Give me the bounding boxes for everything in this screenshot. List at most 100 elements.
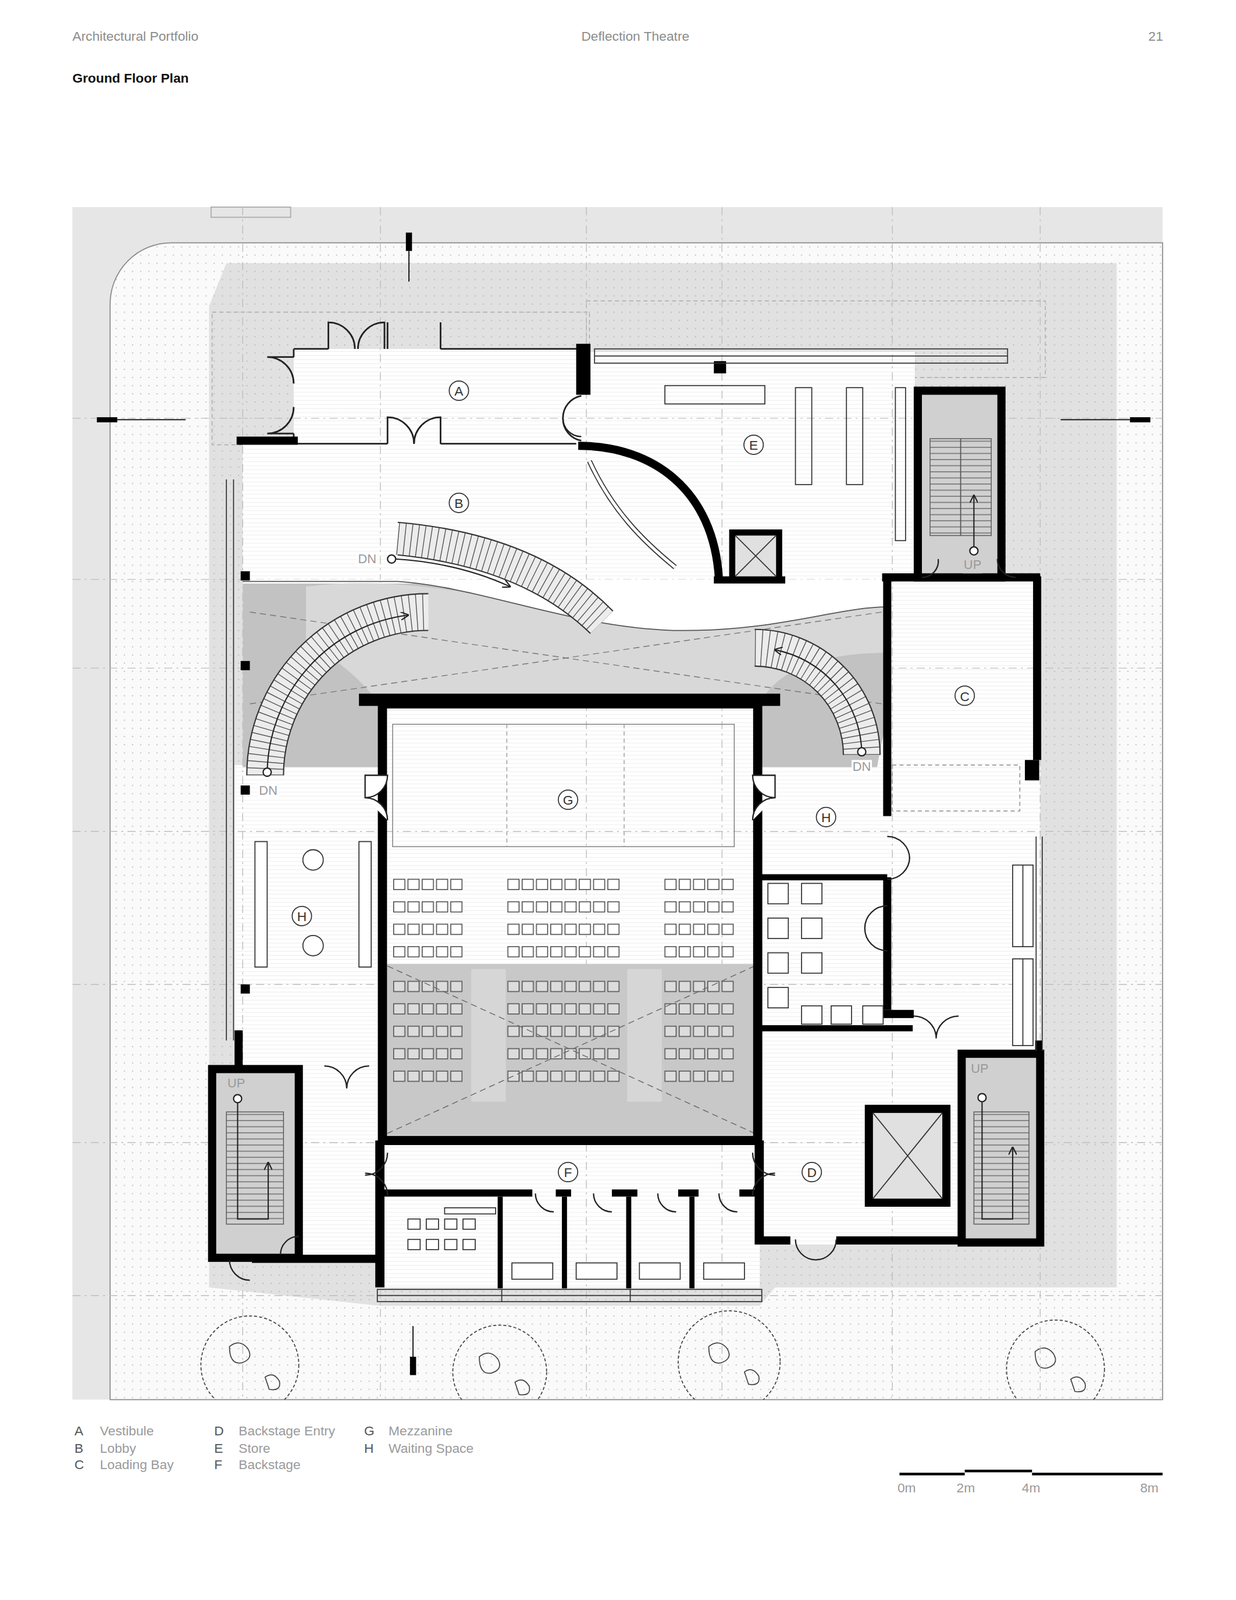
room-marker: E xyxy=(743,434,764,455)
room-marker: D xyxy=(801,1161,822,1182)
scale-text: 8m xyxy=(1140,1479,1159,1496)
site-part xyxy=(211,207,291,218)
store-fittings-part xyxy=(578,445,719,580)
auditorium-part xyxy=(506,874,621,965)
store-fittings-part xyxy=(732,532,780,580)
furniture-part xyxy=(407,1218,420,1230)
scale-text: 2m xyxy=(956,1479,976,1496)
legend-text: Loading Bay xyxy=(100,1456,174,1473)
walls xyxy=(234,343,1043,1289)
walls-part xyxy=(759,874,888,881)
section-markers-part xyxy=(410,1356,417,1376)
furniture-part xyxy=(444,1238,457,1250)
vestibule-walls xyxy=(266,322,582,444)
room-marker: C xyxy=(954,685,975,706)
grand-stair xyxy=(242,522,888,777)
scale-bar-part xyxy=(1031,1472,1163,1475)
vestibule-walls-part xyxy=(266,407,294,434)
furniture xyxy=(254,764,1034,1280)
scale-bar-part xyxy=(964,1469,1033,1472)
section-markers-part xyxy=(408,250,410,282)
walls-part xyxy=(236,436,298,445)
doors-part xyxy=(752,1152,776,1196)
building-floor xyxy=(208,348,1040,1288)
site xyxy=(72,207,1163,1400)
furniture-part xyxy=(767,952,789,974)
grand-stair-part xyxy=(775,649,863,752)
stairs-part xyxy=(930,438,992,536)
legend-text: Vestibule xyxy=(100,1422,155,1439)
trees-part xyxy=(1006,1319,1105,1400)
section-markers-part xyxy=(97,417,118,423)
store-fittings-part xyxy=(589,460,675,567)
auditorium-part xyxy=(627,969,662,1102)
doors xyxy=(229,418,1016,1281)
scale-bar-part xyxy=(899,1472,965,1475)
furniture-part xyxy=(1022,864,1024,1046)
room-marker: B xyxy=(448,492,469,514)
vestibule-walls-part xyxy=(414,417,441,444)
furniture-part xyxy=(303,935,324,956)
furniture-part xyxy=(639,1262,680,1280)
facade-glazing xyxy=(226,479,1043,1302)
section-markers xyxy=(97,232,1151,1376)
doors-part xyxy=(365,1152,388,1196)
walls-part xyxy=(556,1188,572,1196)
scale-text: 4m xyxy=(1021,1479,1041,1496)
auditorium-part xyxy=(392,874,465,965)
room-marker: H xyxy=(816,806,837,828)
auditorium-part xyxy=(623,724,625,847)
furniture-part xyxy=(831,1005,852,1025)
walls-part xyxy=(882,877,892,1010)
room-marker: G xyxy=(557,789,579,810)
room-letter: B xyxy=(454,496,463,510)
furniture-part xyxy=(407,1238,420,1250)
furniture-part xyxy=(254,841,267,967)
stairs-part xyxy=(868,1108,947,1203)
trees-part xyxy=(200,1315,299,1400)
auditorium-part xyxy=(387,965,755,1134)
legend-text: Backstage Entry xyxy=(238,1422,336,1439)
trees-part xyxy=(709,1342,760,1385)
stairs-part xyxy=(969,546,978,555)
room-marker: H xyxy=(291,905,312,926)
furniture-part xyxy=(358,841,372,967)
vestibule-walls-part xyxy=(387,322,441,349)
doors-part xyxy=(280,1236,299,1255)
doors-part xyxy=(324,1065,370,1089)
walls-part xyxy=(836,1236,970,1245)
vestibule-walls-part xyxy=(266,357,294,384)
section-markers-part xyxy=(1130,417,1151,423)
auditorium-part xyxy=(382,703,758,1141)
stairs-part xyxy=(961,1053,1040,1242)
vestibule-walls-part xyxy=(357,322,385,349)
trees-part xyxy=(1035,1347,1086,1392)
doors-part xyxy=(563,418,582,437)
legend-text: Lobby xyxy=(100,1440,137,1456)
furniture-part xyxy=(801,1005,822,1025)
store-fittings-part xyxy=(664,385,765,405)
facade-glazing-part xyxy=(1035,836,1043,1051)
furniture-part xyxy=(801,917,822,939)
section-markers-part xyxy=(117,419,186,421)
legend-key: F xyxy=(214,1456,223,1473)
room-letter: H xyxy=(821,810,831,824)
furniture-part xyxy=(767,917,789,939)
doors-part xyxy=(887,836,910,880)
legend-key: B xyxy=(74,1440,84,1456)
auditorium-part xyxy=(663,977,736,1090)
stairs-part xyxy=(873,1112,943,1199)
grand-stair-part xyxy=(397,538,603,623)
auditorium-part xyxy=(663,874,736,965)
stair-direction: UP xyxy=(962,557,983,573)
legend-text: Waiting Space xyxy=(388,1440,474,1456)
stairs-part xyxy=(212,1068,299,1257)
scale-bar xyxy=(899,1470,1163,1474)
room-letter: H xyxy=(297,909,307,923)
store-fittings-part xyxy=(735,535,776,576)
grand-stair-part xyxy=(397,538,603,623)
walls-part xyxy=(882,1009,914,1018)
stair-direction: DN xyxy=(851,759,872,775)
walls-part xyxy=(611,1188,638,1196)
furniture-part xyxy=(703,1262,745,1280)
